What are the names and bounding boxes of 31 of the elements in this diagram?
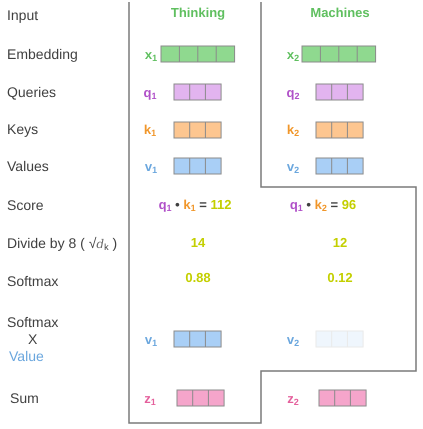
score-formula: q$_{1}$ • k$_{2}$ = 96: [290, 196, 356, 214]
vector-label: q$_{1}$: [144, 84, 156, 102]
score-value: 0.12: [327, 269, 353, 287]
row-label: Sum: [10, 389, 39, 407]
row-label: Embedding: [7, 45, 78, 63]
column-header: Machines: [310, 4, 370, 22]
vector-label: z$_{2}$: [287, 390, 299, 408]
row-label: Input: [7, 6, 38, 24]
score-value: 14: [190, 234, 206, 252]
vector-label: v$_{1}$: [144, 331, 158, 349]
row-label: Divide by 8 ( √d$_{k}$ ): [7, 234, 118, 253]
vector-label: z$_{1}$: [144, 390, 156, 408]
row-label: Value: [9, 347, 44, 365]
row-label: Softmax X: [7, 314, 58, 348]
vector-label: x$_{1}$: [144, 46, 158, 64]
vector-label: k$_{1}$: [144, 121, 156, 139]
row-label: Queries: [7, 83, 56, 101]
row-label: Keys: [7, 120, 38, 138]
row-label: Values: [7, 157, 49, 175]
score-value: 0.88: [185, 269, 211, 287]
score-value: 12: [332, 234, 348, 252]
vector-label: q$_{2}$: [286, 84, 300, 102]
vector-label: v$_{2}$: [286, 331, 300, 349]
row-label: Softmax: [7, 272, 58, 290]
vector-label: x$_{2}$: [286, 46, 300, 64]
row-label: Score: [7, 196, 44, 214]
vector-label: v$_{1}$: [144, 158, 158, 176]
vector-label: v$_{2}$: [286, 158, 300, 176]
score-formula: q$_{1}$ • k$_{1}$ = 112: [158, 196, 232, 214]
vector-label: k$_{2}$: [286, 121, 300, 139]
column-header: Thinking: [170, 4, 226, 22]
